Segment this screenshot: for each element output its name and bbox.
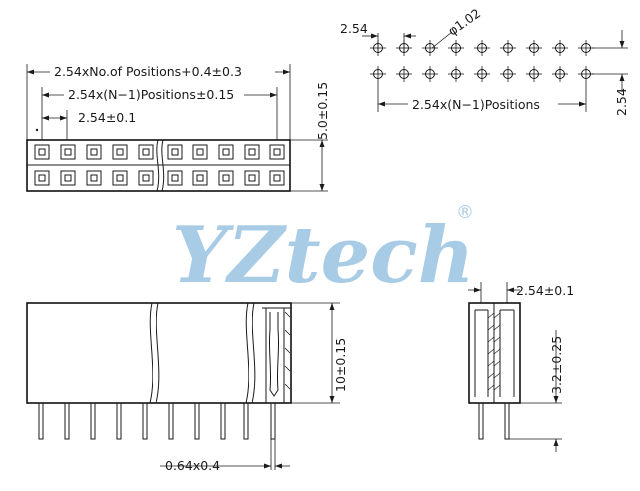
overall-length-label: 2.54xNo.of Positions+0.4±0.3 [54, 64, 242, 79]
logo-text: YZtech [172, 210, 474, 301]
pcb-layout: 2.54 φ1.02 [340, 5, 629, 116]
socket-row-bottom [34, 170, 285, 186]
pcb-holes-row-1 [370, 40, 594, 56]
pcb-row-pitch-label: 2.54 [614, 88, 629, 116]
body-height-label: 10±0.15 [333, 338, 348, 392]
side-pitch-label: 2.54±0.1 [516, 283, 574, 298]
span-length-label: 2.54x(N−1)Positions±0.15 [68, 87, 234, 102]
front-view: 10±0.15 0.64x0.4 [26, 302, 348, 473]
socket-row-top [34, 144, 285, 160]
pins [38, 402, 276, 440]
pcb-span-label: 2.54x(N−1)Positions [412, 97, 540, 112]
side-view: 2.54±0.1 3.2±0.25 [468, 282, 574, 452]
pcb-pitch-label: 2.54 [340, 21, 368, 36]
pin-size-label: 0.64x0.4 [165, 458, 220, 473]
pitch-label: 2.54±0.1 [78, 110, 136, 125]
hole-diameter-label: φ1.02 [445, 5, 483, 38]
top-view: 2.54xNo.of Positions+0.4±0.3 2.54x(N−1)P… [26, 62, 330, 192]
tail-length-label: 3.2±0.25 [549, 336, 564, 394]
height-label: 5.0±0.15 [315, 82, 330, 140]
pcb-holes-row-2 [370, 66, 594, 82]
registered-mark: ® [456, 202, 474, 223]
